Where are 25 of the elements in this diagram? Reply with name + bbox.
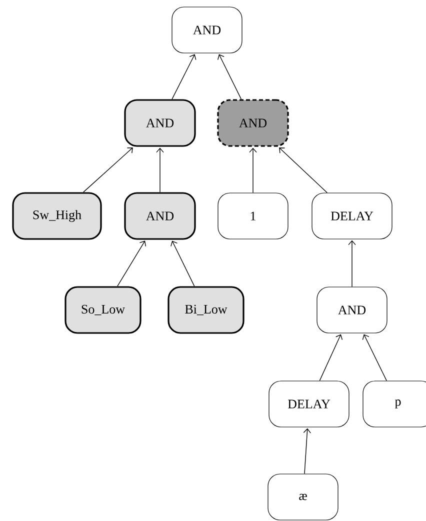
highlighted-box: Bi_Low	[168, 286, 244, 334]
arrow	[172, 54, 196, 100]
arrow	[117, 240, 146, 287]
gate-box: DELAY	[312, 192, 392, 240]
arrow	[319, 334, 343, 382]
highlighted-box: AND	[124, 192, 196, 240]
selected-box: AND	[217, 99, 289, 147]
arrow	[362, 334, 387, 382]
highlighted-box: Sw_High	[12, 192, 102, 240]
arrow	[249, 148, 257, 194]
arrow	[217, 54, 242, 100]
gate-box: AND	[172, 6, 242, 54]
gate-box: æ	[268, 474, 338, 520]
gate-box: p	[362, 380, 426, 428]
arrow	[83, 147, 133, 193]
arrow	[156, 148, 164, 193]
arrow	[170, 240, 195, 287]
highlighted-box: So_Low	[64, 286, 142, 334]
highlighted-box: AND	[124, 99, 196, 147]
gate-box: DELAY	[268, 380, 350, 428]
arrow	[348, 240, 356, 288]
gate-box: 1	[218, 192, 288, 240]
gate-box: AND	[316, 286, 388, 334]
arrow	[303, 428, 311, 474]
arrow	[279, 147, 328, 194]
